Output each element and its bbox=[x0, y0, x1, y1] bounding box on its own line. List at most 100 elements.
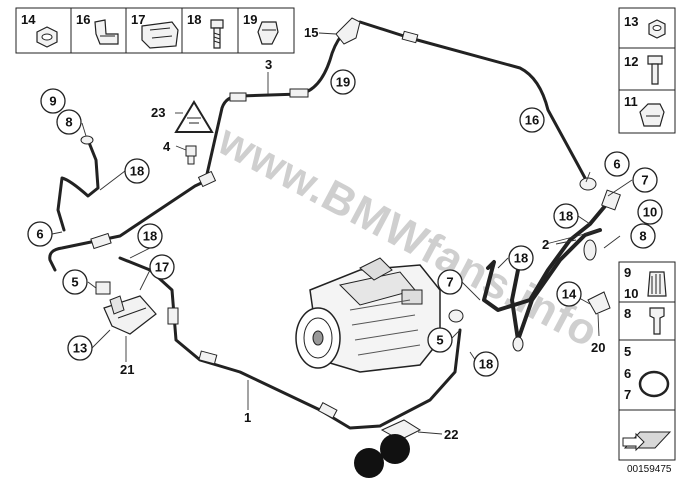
bracket-22[interactable] bbox=[354, 419, 422, 478]
callout-7-a[interactable]: 7 bbox=[632, 167, 658, 193]
clip-nut-icon bbox=[639, 103, 665, 127]
right-part-12[interactable]: 12 bbox=[624, 54, 663, 85]
hose-clip-icon bbox=[94, 19, 119, 45]
warning-triangle-23[interactable] bbox=[174, 100, 214, 133]
part-number-label: 8 bbox=[624, 306, 631, 321]
header-part-14[interactable]: 14 bbox=[21, 12, 58, 48]
callout-text: 13 bbox=[73, 341, 87, 356]
rubber-grommet bbox=[354, 448, 384, 478]
header-part-17[interactable]: 17 bbox=[131, 12, 179, 49]
part-number-label: 13 bbox=[624, 14, 638, 29]
compressor-connector bbox=[401, 289, 423, 305]
part-number-label: 11 bbox=[624, 94, 638, 109]
callout-10[interactable]: 10 bbox=[637, 199, 663, 225]
callout-text: 9 bbox=[49, 94, 56, 109]
pipe-sleeve bbox=[167, 307, 179, 325]
part-number-label: 6 bbox=[624, 366, 631, 381]
callout-9[interactable]: 9 bbox=[40, 88, 66, 114]
header-parts-strip: 14 16 17 18 19 bbox=[15, 7, 295, 54]
callout-text: 8 bbox=[65, 115, 72, 130]
callout-text: 18 bbox=[514, 251, 528, 266]
header-part-19[interactable]: 19 bbox=[243, 12, 279, 45]
label-23[interactable]: 23 bbox=[151, 105, 165, 120]
callout-13[interactable]: 13 bbox=[67, 335, 93, 361]
header-part-16[interactable]: 16 bbox=[76, 12, 119, 45]
label-21[interactable]: 21 bbox=[120, 362, 134, 377]
bracket-15[interactable] bbox=[335, 17, 361, 45]
callout-text: 5 bbox=[71, 275, 78, 290]
callout-18-b[interactable]: 18 bbox=[553, 203, 579, 229]
callout-18-a[interactable]: 18 bbox=[124, 158, 150, 184]
callout-text: 7 bbox=[641, 173, 648, 188]
callout-18-e[interactable]: 18 bbox=[473, 351, 499, 377]
pipe-sleeve bbox=[289, 88, 309, 98]
pipe-fitting bbox=[80, 135, 94, 145]
bolt-shank-icon bbox=[651, 63, 659, 85]
pressure-sensor-4[interactable] bbox=[185, 145, 197, 165]
pipe-fitting bbox=[583, 239, 597, 261]
callout-text: 7 bbox=[446, 275, 453, 290]
pipe-fitting bbox=[579, 177, 597, 191]
pipe-branch-9[interactable] bbox=[56, 138, 100, 232]
label-15[interactable]: 15 bbox=[304, 25, 318, 40]
callout-text: 5 bbox=[436, 333, 443, 348]
rubber-grommet bbox=[380, 434, 410, 464]
label-2[interactable]: 2 bbox=[542, 237, 549, 252]
holder-detail bbox=[149, 27, 173, 39]
valve-core-icon bbox=[649, 307, 665, 335]
callout-14[interactable]: 14 bbox=[556, 281, 582, 307]
label-1[interactable]: 1 bbox=[244, 410, 251, 425]
callout-text: 6 bbox=[36, 227, 43, 242]
pipe-sleeve bbox=[90, 232, 112, 250]
pipe-sleeve bbox=[317, 402, 338, 419]
right-part-13[interactable]: 13 bbox=[624, 14, 666, 39]
ac-compressor[interactable] bbox=[295, 257, 441, 373]
part-number-label: 12 bbox=[624, 54, 638, 69]
pulley-inner bbox=[303, 317, 333, 359]
callout-text: 18 bbox=[479, 357, 493, 372]
callout-8-b[interactable]: 8 bbox=[630, 223, 656, 249]
right-part-11[interactable]: 11 bbox=[624, 94, 665, 127]
part-number-label: 16 bbox=[76, 12, 90, 27]
callout-text: 17 bbox=[155, 260, 169, 275]
right-part-8-valve[interactable]: 8 bbox=[624, 306, 665, 335]
leader-lines bbox=[51, 32, 633, 435]
arrow-icon bbox=[622, 432, 645, 452]
callout-7-b[interactable]: 7 bbox=[437, 269, 463, 295]
label-4[interactable]: 4 bbox=[163, 139, 171, 154]
right-parts-panel: 13 12 11 9 10 8 5 6 bbox=[618, 7, 676, 461]
callout-text: 16 bbox=[525, 113, 539, 128]
callout-8[interactable]: 8 bbox=[56, 109, 82, 135]
part-number-label: 17 bbox=[131, 12, 145, 27]
callout-6-b[interactable]: 6 bbox=[604, 151, 630, 177]
callout-5-a[interactable]: 5 bbox=[62, 269, 88, 295]
compressor-port bbox=[359, 257, 393, 281]
header-part-18[interactable]: 18 bbox=[187, 12, 224, 49]
callout-6-a[interactable]: 6 bbox=[27, 221, 53, 247]
callout-19[interactable]: 19 bbox=[330, 69, 356, 95]
callout-18-d[interactable]: 18 bbox=[137, 223, 163, 249]
pipe-holder-icon bbox=[141, 21, 179, 49]
right-part-9-10-cap[interactable]: 9 10 bbox=[624, 265, 667, 301]
callout-5-b[interactable]: 5 bbox=[427, 327, 453, 353]
callout-18-c[interactable]: 18 bbox=[508, 245, 534, 271]
bolt-head-icon bbox=[210, 19, 224, 29]
label-3[interactable]: 3 bbox=[265, 57, 272, 72]
bracket-21[interactable] bbox=[103, 295, 157, 335]
callouts: 9 8 18 6 19 16 6 7 18 10 8 18 17 5 13 7 … bbox=[27, 69, 663, 377]
callout-text: 18 bbox=[143, 229, 157, 244]
service-cap-icon bbox=[647, 271, 667, 297]
valve-5-left[interactable] bbox=[95, 281, 111, 295]
nut-bore bbox=[41, 33, 53, 41]
label-22[interactable]: 22 bbox=[444, 427, 458, 442]
pipe-line-left[interactable] bbox=[48, 176, 214, 272]
callout-17[interactable]: 17 bbox=[149, 254, 175, 280]
callout-text: 10 bbox=[643, 205, 657, 220]
right-part-arrow bbox=[622, 431, 672, 452]
callout-16[interactable]: 16 bbox=[519, 107, 545, 133]
right-part-5-6-7-ring[interactable]: 5 6 7 bbox=[624, 344, 670, 402]
bracket-20[interactable] bbox=[587, 291, 611, 315]
callout-text: 19 bbox=[336, 75, 350, 90]
label-20[interactable]: 20 bbox=[591, 340, 605, 355]
part-number-label: 7 bbox=[624, 387, 631, 402]
